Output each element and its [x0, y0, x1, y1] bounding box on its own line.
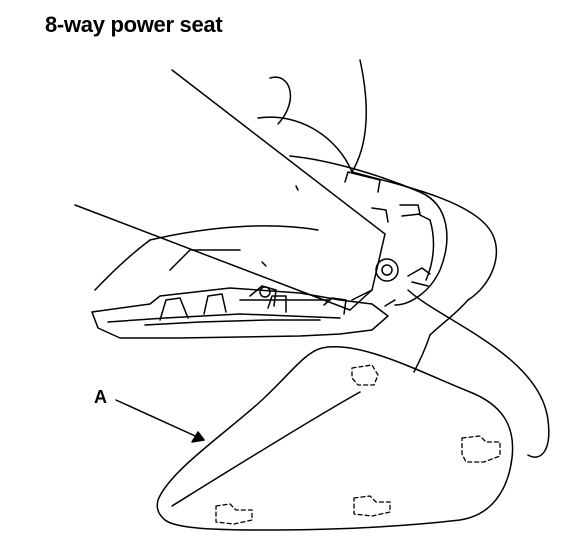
- page-title: 8-way power seat: [45, 12, 223, 37]
- adjust-lever: [74, 69, 386, 311]
- cover-clip: [215, 364, 501, 525]
- seat-body-outline: [94, 59, 498, 373]
- callout-a-label: A: [94, 387, 107, 407]
- seat-side-shroud: [91, 287, 389, 339]
- seat-track: [159, 249, 347, 321]
- side-trim-housing: [289, 155, 448, 307]
- wire-harness: [407, 281, 550, 458]
- trim-cover-a: [156, 346, 514, 531]
- callout-a-arrow: [115, 399, 205, 443]
